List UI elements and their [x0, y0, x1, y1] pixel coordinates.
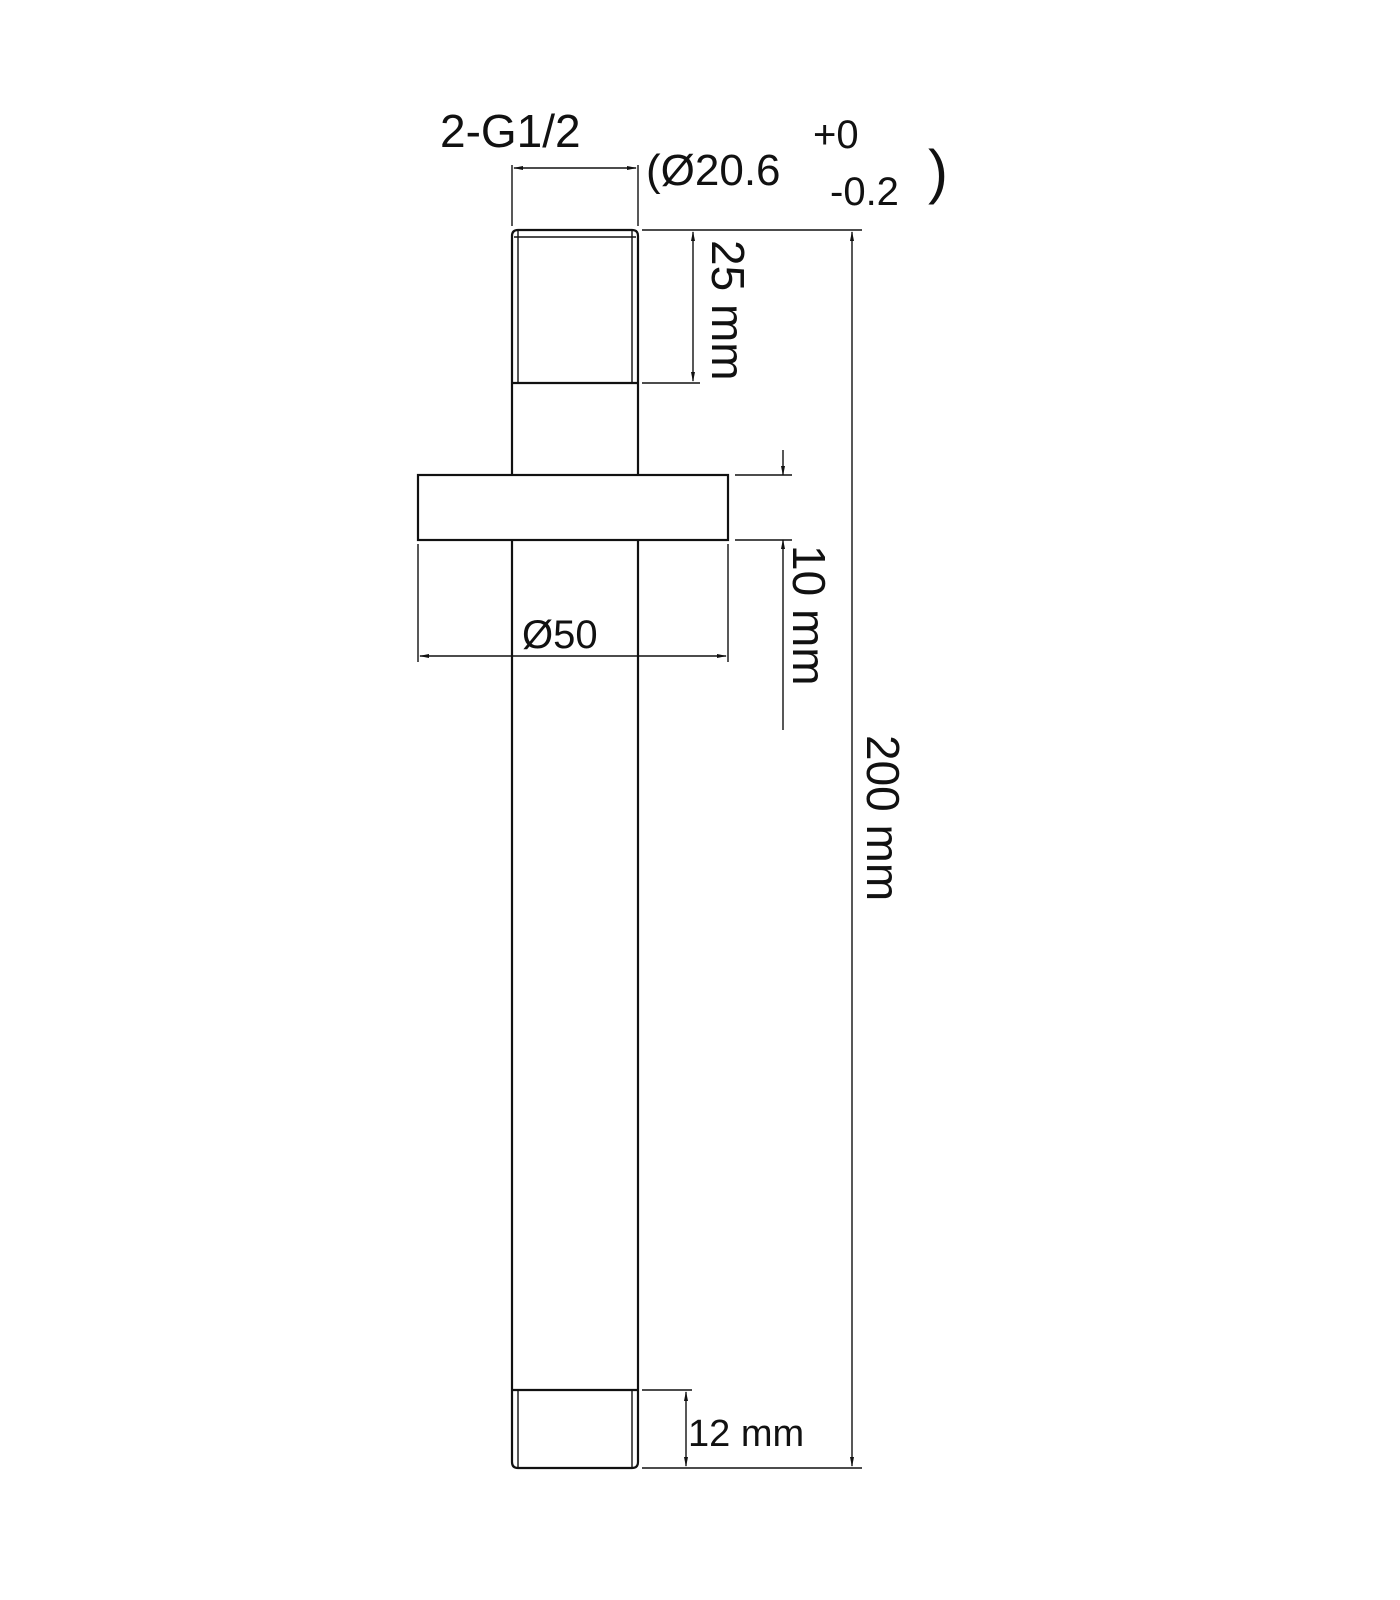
tolerance-upper: +0: [813, 113, 859, 157]
dim-total-length: 200 mm: [857, 735, 909, 901]
bottom-thread: [510, 1388, 640, 1470]
dim-flange-diameter: Ø50: [522, 613, 598, 657]
pipe-body: [510, 383, 640, 1390]
dimension-lines: [417, 165, 862, 1469]
thread-label: 2-G1/2: [440, 105, 581, 157]
dim-bottom-thread: 12 mm: [688, 1413, 804, 1455]
dim-flange-thickness: 10 mm: [783, 545, 835, 686]
dim-top-thread: 25 mm: [702, 240, 754, 381]
top-thread: [510, 228, 640, 385]
tolerance-close: ): [928, 138, 948, 205]
tolerance-lower: -0.2: [830, 170, 899, 214]
thread-diameter: (Ø20.6: [646, 146, 781, 195]
flange: [416, 473, 730, 542]
